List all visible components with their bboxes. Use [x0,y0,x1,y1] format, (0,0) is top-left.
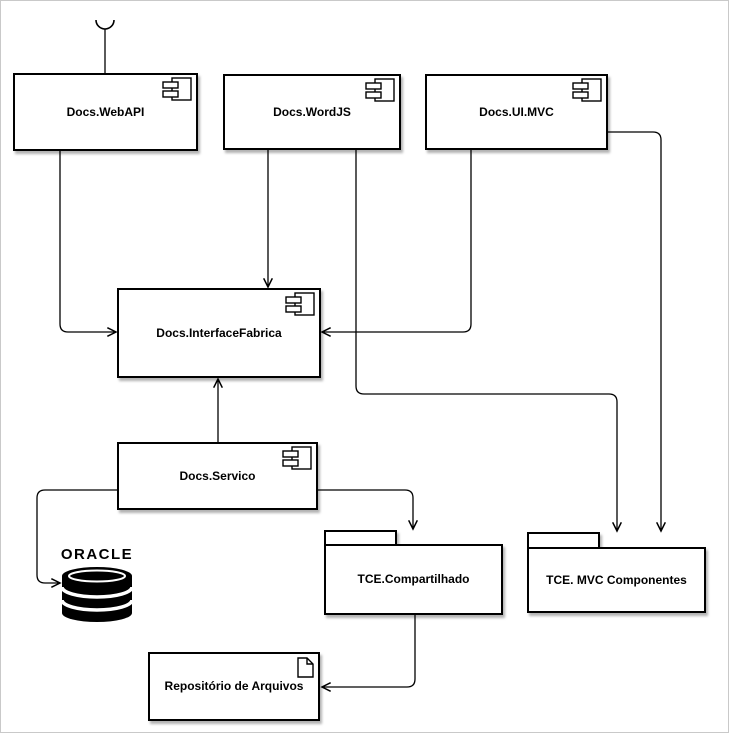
node-label-tce-compartilhado: TCE.Compartilhado [357,572,470,587]
folder-tab [324,530,397,546]
database-icon [60,567,134,622]
connector-tce-compartilhado-to-repositorio [320,614,416,693]
oracle-logo-text: ORACLE [60,545,134,563]
node-label-docs-servico: Docs.Servico [179,468,256,483]
socket-interface-icon [95,19,115,74]
connectors [36,19,667,693]
connector-servico-to-tce-compartilhado [317,489,419,531]
node-label-docs-uimvc: Docs.UI.MVC [479,104,554,119]
node-label-docs-wordjs: Docs.WordJS [273,104,351,119]
node-repositorio-arquivos [148,652,320,721]
node-tce-mvc-componentes [527,532,706,613]
node-label-repositorio-arquivos: Repositório de Arquivos [164,679,304,694]
connector-wordjs-to-tce-mvc [355,150,623,533]
connector-uimvc-to-tce-mvc [607,131,667,533]
node-label-tce-mvc-componentes: TCE. MVC Componentes [546,572,687,587]
folder-tab [527,532,600,549]
connector-webapi-to-interfacefabrica [59,150,118,338]
node-tce-compartilhado [324,530,503,615]
node-label-docs-webapi: Docs.WebAPI [66,104,145,119]
connector-uimvc-to-interfacefabrica [320,150,472,338]
connector-servico-to-oracle [36,489,118,589]
node-label-docs-interfacefabrica: Docs.InterfaceFabrica [156,325,282,340]
folder-body [527,547,706,613]
document-icon [297,657,314,678]
node-docs-servico [117,442,318,510]
folder-body [324,544,503,615]
